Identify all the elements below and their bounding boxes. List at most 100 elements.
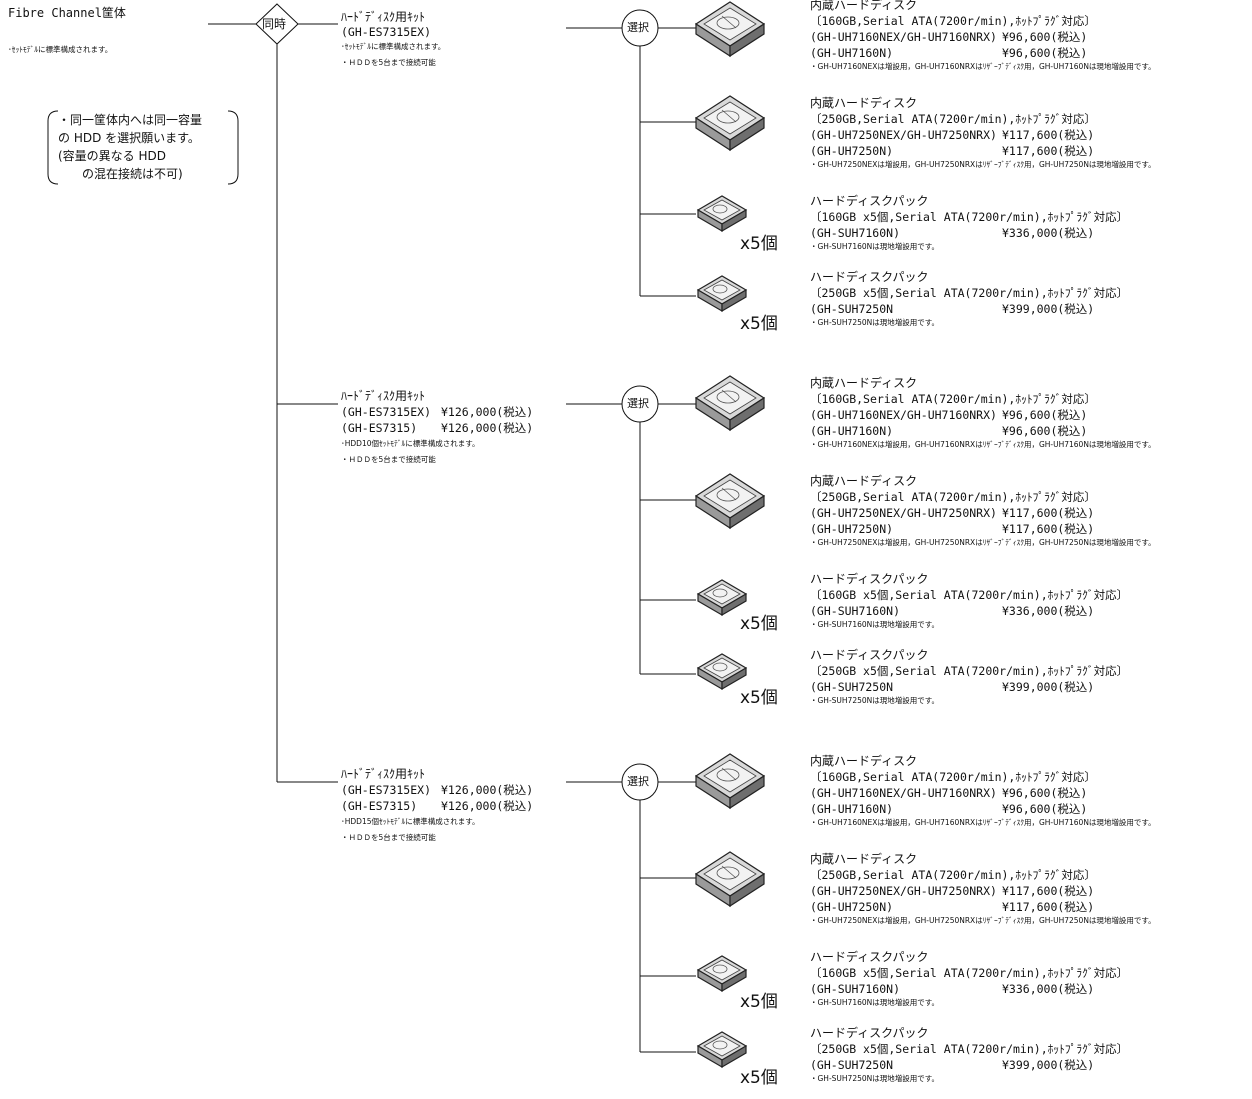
option-spec: 〔160GB x5個,Serial ATA(7200r/min),ﾎｯﾄﾌﾟﾗｸ… bbox=[810, 588, 1129, 602]
pack-quantity: x5個 bbox=[740, 992, 778, 1012]
option-note: ・GH-SUH7160Nは現地増設用です。 bbox=[810, 620, 939, 629]
option-price: ¥117,600(税込) bbox=[1002, 506, 1095, 520]
option-title: ハードディスクパック bbox=[810, 194, 929, 208]
kit-price: ¥126,000(税込) bbox=[441, 421, 534, 435]
option-spec: 〔250GB x5個,Serial ATA(7200r/min),ﾎｯﾄﾌﾟﾗｸ… bbox=[810, 664, 1129, 678]
option-price: ¥96,600(税込) bbox=[1002, 30, 1088, 44]
select-label: 選択 bbox=[627, 775, 649, 788]
option-price: ¥117,600(税込) bbox=[1002, 144, 1095, 158]
hard-disk-pack-icon bbox=[697, 275, 747, 312]
option-note: ・GH-UH7250NEXは増設用，GH-UH7250NRXはﾘｻﾞｰﾌﾞﾃﾞｨ… bbox=[810, 160, 1156, 169]
kit-price: ¥126,000(税込) bbox=[441, 799, 534, 813]
caution-line: ・同一筐体内へは同一容量 bbox=[58, 113, 203, 127]
option-price: ¥399,000(税込) bbox=[1002, 1058, 1095, 1072]
option-model: (GH-SUH7250N bbox=[810, 680, 894, 694]
pack-quantity: x5個 bbox=[740, 314, 778, 334]
hard-disk-icon bbox=[695, 1, 765, 57]
hard-disk-icon bbox=[695, 753, 765, 809]
select-circle bbox=[621, 385, 659, 423]
option-title: 内蔵ハードディスク bbox=[810, 852, 918, 866]
kit-block: ﾊｰﾄﾞﾃﾞｨｽｸ用ｷｯﾄ (GH-ES7315EX)¥126,000(税込) … bbox=[341, 765, 533, 846]
option-model: (GH-SUH7250N bbox=[810, 302, 894, 316]
kit-model: (GH-ES7315EX) bbox=[341, 405, 432, 419]
kit-note: ･HDD10個ｾｯﾄﾓﾃﾞﾙに標準構成されます。 bbox=[341, 439, 480, 448]
option-model: (GH-UH7160NEX/GH-UH7160NRX) bbox=[810, 786, 997, 800]
kit-name: ﾊｰﾄﾞﾃﾞｨｽｸ用ｷｯﾄ bbox=[341, 389, 426, 403]
option-model: (GH-UH7160N) bbox=[810, 802, 894, 816]
option-price: ¥96,600(税込) bbox=[1002, 786, 1088, 800]
kit-name: ﾊｰﾄﾞﾃﾞｨｽｸ用ｷｯﾄ bbox=[341, 10, 426, 24]
option-hdd-pack: ハードディスクパック 〔160GB x5個,Serial ATA(7200r/m… bbox=[810, 948, 1156, 1024]
option-title: ハードディスクパック bbox=[810, 950, 929, 964]
kit-block: ﾊｰﾄﾞﾃﾞｨｽｸ用ｷｯﾄ (GH-ES7315EX)¥126,000(税込) … bbox=[341, 387, 533, 468]
chassis-note: ･ｾｯﾄﾓﾃﾞﾙに標準構成されます。 bbox=[8, 45, 113, 54]
option-price: ¥336,000(税込) bbox=[1002, 226, 1095, 240]
select-circle bbox=[621, 9, 659, 47]
option-model: (GH-UH7160N) bbox=[810, 46, 894, 60]
option-title: 内蔵ハードディスク bbox=[810, 754, 918, 768]
option-hdd-pack: ハードディスクパック 〔160GB x5個,Serial ATA(7200r/m… bbox=[810, 570, 1156, 646]
caution-line: (容量の異なる HDD bbox=[58, 149, 167, 163]
caution-bracket-left bbox=[47, 110, 59, 185]
option-note: ・GH-UH7160NEXは増設用，GH-UH7160NRXはﾘｻﾞｰﾌﾞﾃﾞｨ… bbox=[810, 440, 1156, 449]
select-label: 選択 bbox=[627, 21, 649, 34]
option-model: (GH-UH7250NEX/GH-UH7250NRX) bbox=[810, 884, 997, 898]
option-title: 内蔵ハードディスク bbox=[810, 376, 918, 390]
option-title: 内蔵ハードディスク bbox=[810, 474, 918, 488]
option-title: ハードディスクパック bbox=[810, 270, 929, 284]
option-note: ・GH-SUH7250Nは現地増設用です。 bbox=[810, 1074, 939, 1083]
caution-note: ・同一筐体内へは同一容量 の HDD を選択願います。 (容量の異なる HDD … bbox=[58, 111, 202, 183]
option-title: ハードディスクパック bbox=[810, 1026, 929, 1040]
simultaneous-diamond bbox=[255, 3, 299, 45]
hard-disk-pack-icon bbox=[697, 955, 747, 992]
option-spec: 〔250GB,Serial ATA(7200r/min),ﾎｯﾄﾌﾟﾗｸﾞ対応〕 bbox=[810, 490, 1096, 504]
option-spec: 〔160GB x5個,Serial ATA(7200r/min),ﾎｯﾄﾌﾟﾗｸ… bbox=[810, 966, 1129, 980]
option-price: ¥117,600(税込) bbox=[1002, 900, 1095, 914]
hard-disk-pack-icon bbox=[697, 195, 747, 232]
hard-disk-pack-icon bbox=[697, 579, 747, 616]
option-model: (GH-UH7250NEX/GH-UH7250NRX) bbox=[810, 128, 997, 142]
option-note: ・GH-SUH7250Nは現地増設用です。 bbox=[810, 696, 939, 705]
kit-note: ・ＨＤＤを5台まで接続可能 bbox=[341, 833, 436, 842]
option-model: (GH-UH7160N) bbox=[810, 424, 894, 438]
caution-bracket-right bbox=[227, 110, 239, 185]
pack-quantity: x5個 bbox=[740, 614, 778, 634]
kit-note: ･ｾｯﾄﾓﾃﾞﾙに標準構成されます。 bbox=[341, 42, 446, 51]
kit-model: (GH-ES7315EX) bbox=[341, 783, 432, 797]
caution-line: の HDD を選択願います。 bbox=[58, 131, 200, 145]
kit-price: ¥126,000(税込) bbox=[441, 783, 534, 797]
option-price: ¥336,000(税込) bbox=[1002, 604, 1095, 618]
pack-quantity: x5個 bbox=[740, 688, 778, 708]
option-spec: 〔250GB,Serial ATA(7200r/min),ﾎｯﾄﾌﾟﾗｸﾞ対応〕 bbox=[810, 868, 1096, 882]
option-price: ¥96,600(税込) bbox=[1002, 424, 1088, 438]
select-circle bbox=[621, 763, 659, 801]
option-model: (GH-SUH7250N bbox=[810, 1058, 894, 1072]
kit-model: (GH-ES7315) bbox=[341, 799, 418, 813]
option-group: 内蔵ハードディスク 〔160GB,Serial ATA(7200r/min),ﾎ… bbox=[810, 374, 1156, 707]
hard-disk-icon bbox=[695, 95, 765, 151]
pack-quantity: x5個 bbox=[740, 1068, 778, 1088]
kit-block: ﾊｰﾄﾞﾃﾞｨｽｸ用ｷｯﾄ (GH-ES7315EX) ･ｾｯﾄﾓﾃﾞﾙに標準構… bbox=[341, 8, 445, 71]
option-internal-hdd: 内蔵ハードディスク 〔250GB,Serial ATA(7200r/min),ﾎ… bbox=[810, 94, 1156, 192]
option-note: ・GH-SUH7250Nは現地増設用です。 bbox=[810, 318, 939, 327]
option-internal-hdd: 内蔵ハードディスク 〔250GB,Serial ATA(7200r/min),ﾎ… bbox=[810, 850, 1156, 948]
kit-name: ﾊｰﾄﾞﾃﾞｨｽｸ用ｷｯﾄ bbox=[341, 767, 426, 781]
hard-disk-pack-icon bbox=[697, 653, 747, 690]
option-note: ・GH-UH7160NEXは増設用，GH-UH7160NRXはﾘｻﾞｰﾌﾞﾃﾞｨ… bbox=[810, 818, 1156, 827]
hard-disk-icon bbox=[695, 375, 765, 431]
option-internal-hdd: 内蔵ハードディスク 〔160GB,Serial ATA(7200r/min),ﾎ… bbox=[810, 0, 1156, 94]
option-model: (GH-SUH7160N) bbox=[810, 226, 901, 240]
option-model: (GH-UH7250N) bbox=[810, 522, 894, 536]
option-model: (GH-SUH7160N) bbox=[810, 982, 901, 996]
option-model: (GH-UH7160NEX/GH-UH7160NRX) bbox=[810, 408, 997, 422]
kit-model: (GH-ES7315EX) bbox=[341, 25, 432, 39]
option-internal-hdd: 内蔵ハードディスク 〔160GB,Serial ATA(7200r/min),ﾎ… bbox=[810, 374, 1156, 472]
caution-line: の混在接続は不可) bbox=[58, 167, 183, 181]
option-spec: 〔250GB x5個,Serial ATA(7200r/min),ﾎｯﾄﾌﾟﾗｸ… bbox=[810, 1042, 1129, 1056]
hard-disk-icon bbox=[695, 473, 765, 529]
option-note: ・GH-SUH7160Nは現地増設用です。 bbox=[810, 998, 939, 1007]
option-model: (GH-UH7160NEX/GH-UH7160NRX) bbox=[810, 30, 997, 44]
option-note: ・GH-UH7250NEXは増設用，GH-UH7250NRXはﾘｻﾞｰﾌﾞﾃﾞｨ… bbox=[810, 538, 1156, 547]
option-price: ¥399,000(税込) bbox=[1002, 302, 1095, 316]
